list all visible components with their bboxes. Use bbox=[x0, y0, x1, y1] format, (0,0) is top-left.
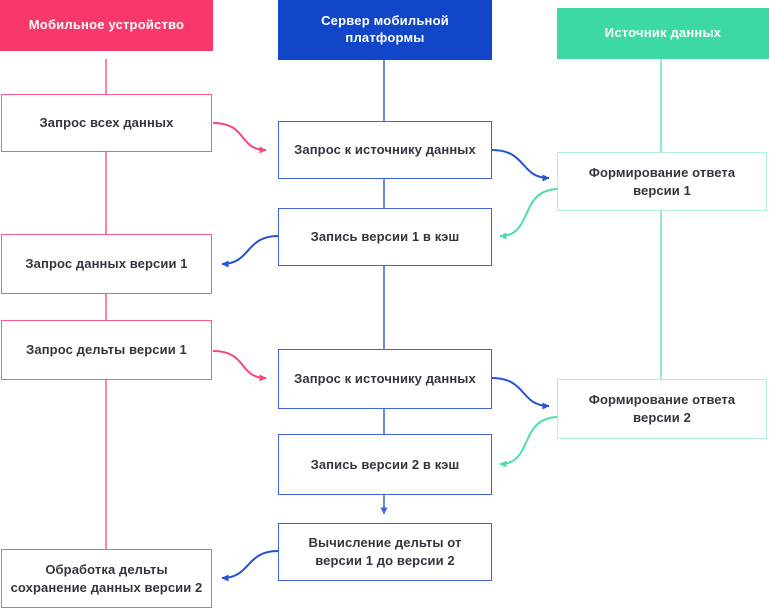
arrow-response-v1-to-write-v1 bbox=[499, 188, 558, 240]
arrow-compute-delta-to-process-delta bbox=[221, 550, 279, 582]
arrow-request-all-to-source-request-1 bbox=[212, 122, 267, 154]
node-form-response-v2: Формирование ответа версии 2 bbox=[557, 379, 767, 439]
node-write-v1-cache: Запись версии 1 в кэш bbox=[278, 208, 492, 266]
arrow-write-v1-to-request-data-v1 bbox=[221, 235, 279, 268]
arrow-source-request-2-to-response-v2 bbox=[491, 377, 550, 410]
node-request-delta-v1: Запрос дельты версии 1 bbox=[1, 320, 212, 380]
node-process-delta: Обработка дельты сохранение данных верси… bbox=[1, 549, 212, 608]
node-request-data-v1: Запрос данных версии 1 bbox=[1, 234, 212, 294]
node-compute-delta: Вычисление дельты от версии 1 до версии … bbox=[278, 523, 492, 581]
arrow-request-delta-to-source-request-2 bbox=[212, 350, 267, 382]
node-request-all-data: Запрос всех данных bbox=[1, 94, 212, 152]
node-request-source-1: Запрос к источнику данных bbox=[278, 121, 492, 179]
arrow-response-v2-to-write-v2 bbox=[499, 416, 558, 468]
lane-header-server: Сервер мобильной платформы bbox=[278, 0, 492, 60]
node-form-response-v1: Формирование ответа версии 1 bbox=[557, 152, 767, 211]
lane-header-source: Источник данных bbox=[557, 8, 769, 59]
arrow-source-request-1-to-response-v1 bbox=[491, 149, 550, 182]
node-write-v2-cache: Запись версии 2 в кэш bbox=[278, 434, 492, 495]
node-request-source-2: Запрос к источнику данных bbox=[278, 349, 492, 409]
lane-header-mobile: Мобильное устройство bbox=[0, 0, 213, 51]
